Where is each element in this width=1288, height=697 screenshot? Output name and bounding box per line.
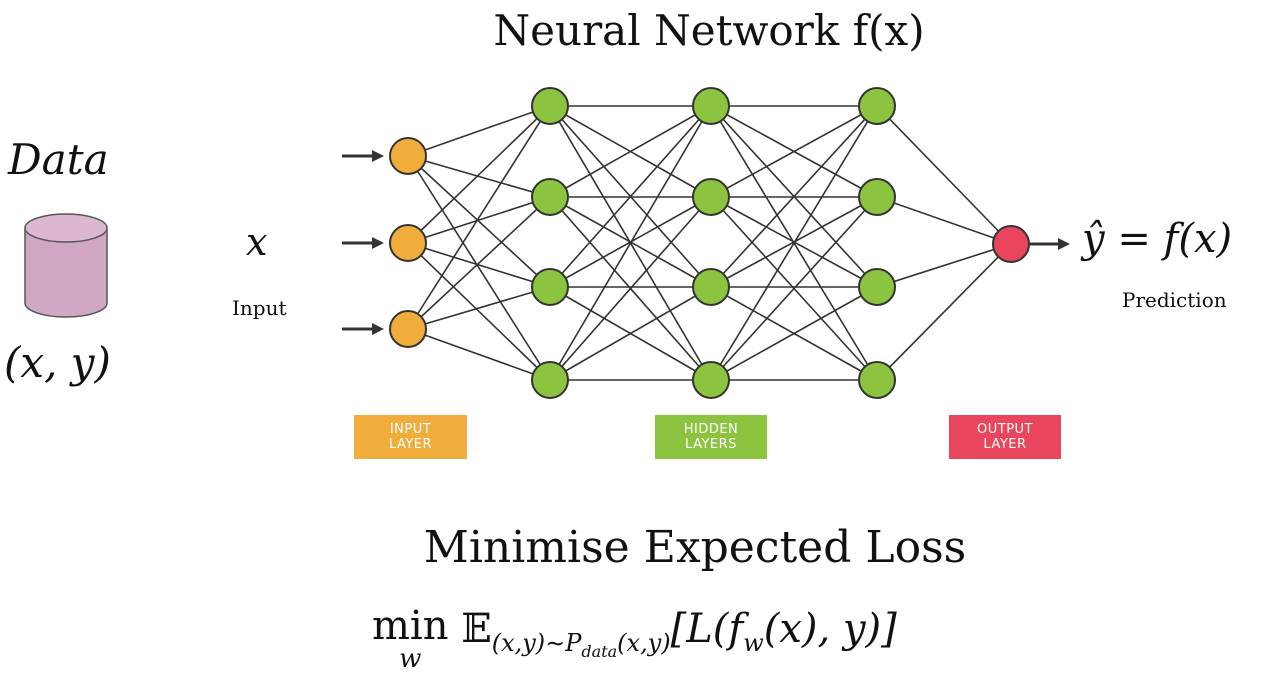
- network-edge: [407, 105, 551, 244]
- network-edge: [407, 242, 551, 381]
- network-edge: [876, 243, 1012, 288]
- network-edge: [407, 105, 551, 330]
- expectation-subscript-tail: (x,y): [617, 629, 671, 657]
- expectation-subscript: (x,y)∼P: [491, 629, 582, 657]
- input-arrows: [342, 150, 1070, 335]
- network-edge: [407, 105, 551, 157]
- input-layer-legend: INPUT LAYER: [354, 415, 467, 459]
- expectation-subscript-data: data: [581, 641, 618, 661]
- min-text: min: [372, 603, 449, 649]
- loss-body-tail: (x), y)]: [763, 606, 897, 652]
- hidden-node: [692, 268, 730, 306]
- network-edge: [407, 242, 551, 288]
- hidden-node: [531, 178, 569, 216]
- data-pair: (x, y): [4, 338, 111, 387]
- output-arrow-head: [1058, 238, 1070, 250]
- network-edges: [407, 105, 1012, 381]
- hidden-node: [531, 268, 569, 306]
- network-edge: [407, 286, 551, 330]
- loss-title: Minimise Expected Loss: [423, 522, 967, 573]
- input-node: [389, 137, 427, 175]
- input-symbol: x: [246, 220, 268, 264]
- network-edge: [549, 286, 712, 381]
- network-edge: [407, 155, 551, 288]
- network-edge: [549, 196, 712, 381]
- network-edge: [549, 105, 712, 288]
- min-operator: min w: [372, 606, 448, 672]
- output-layer-legend: OUTPUT LAYER: [949, 415, 1061, 459]
- input-arrow-head: [372, 150, 384, 162]
- page-title: Neural Network f(x): [0, 6, 1288, 55]
- hidden-node: [692, 361, 730, 399]
- network-edge: [710, 105, 878, 381]
- input-node: [389, 224, 427, 262]
- hidden-node: [531, 361, 569, 399]
- hidden-node: [858, 361, 896, 399]
- input-node: [389, 310, 427, 348]
- loss-body-subscript: w: [743, 629, 764, 657]
- hidden-node: [692, 178, 730, 216]
- title-text: Neural Network f(x): [493, 6, 925, 55]
- hidden-node: [858, 178, 896, 216]
- hidden-node: [692, 87, 730, 125]
- hidden-node: [531, 87, 569, 125]
- hidden-node: [858, 87, 896, 125]
- network-edge: [710, 196, 878, 381]
- output-formula: ŷ = f(x): [1082, 216, 1233, 262]
- network-edge: [549, 105, 712, 381]
- output-node: [992, 225, 1030, 263]
- input-arrow-head: [372, 237, 384, 249]
- network-edge: [876, 196, 1012, 245]
- network-edge: [710, 105, 878, 288]
- input-arrow-head: [372, 323, 384, 335]
- data-label: Data: [8, 135, 109, 184]
- network-edge: [407, 155, 551, 381]
- network-nodes: [389, 87, 1030, 399]
- hidden-node: [858, 268, 896, 306]
- network-edge: [407, 196, 551, 330]
- network-edge: [407, 196, 551, 244]
- data-cylinder-icon: [24, 213, 108, 318]
- network-edge: [549, 105, 712, 198]
- network-edge: [876, 105, 1012, 245]
- network-edge: [407, 155, 551, 198]
- min-subscript: w: [399, 644, 422, 674]
- input-caption: Input: [232, 296, 287, 320]
- network-edge: [407, 328, 551, 381]
- prediction-caption: Prediction: [1122, 288, 1227, 312]
- expectation-symbol: 𝔼: [461, 606, 492, 652]
- network-edge: [876, 243, 1012, 381]
- hidden-layers-legend: HIDDEN LAYERS: [655, 415, 767, 459]
- network-edge: [710, 105, 878, 198]
- network-edge: [710, 286, 878, 381]
- loss-formula: min w 𝔼(x,y)∼Pdata(x,y)[L(fw(x), y)]: [372, 606, 897, 672]
- loss-body: [L(f: [670, 606, 744, 652]
